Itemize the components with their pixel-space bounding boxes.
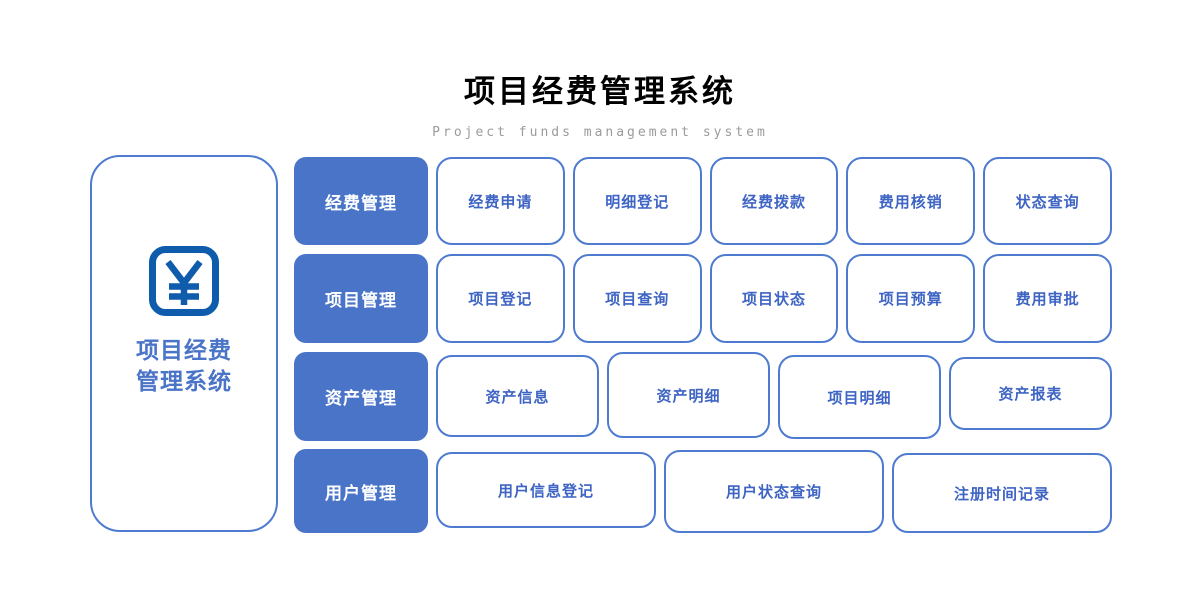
category-button-user: 用户管理 [294,449,428,533]
category-button-project: 项目管理 [294,254,428,343]
feature-button: 项目明细 [778,355,941,439]
feature-button: 明细登记 [572,157,702,245]
category-button-asset: 资产管理 [294,352,428,441]
feature-button: 用户状态查询 [664,450,884,533]
feature-button: 资产明细 [607,352,770,438]
system-root-label: 项目经费 管理系统 [136,335,232,397]
feature-button: 费用审批 [983,254,1112,343]
page-subtitle: Project funds management system [432,125,768,140]
feature-button: 费用核销 [846,157,976,245]
feature-button: 经费申请 [436,157,565,245]
row-user-management: 用户管理 用户信息登记 用户状态查询 注册时间记录 [294,449,1112,533]
feature-button: 用户信息登记 [436,452,656,528]
module-grid: 经费管理 经费申请 明细登记 经费拨款 费用核销 状态查询 项目管理 项目登记 … [294,157,1112,533]
feature-button: 项目状态 [709,254,839,343]
page-title: 项目经费管理系统 [464,74,736,109]
system-root-label-line1: 项目经费 [136,337,232,363]
feature-button: 状态查询 [983,157,1112,245]
yuan-icon [148,245,220,317]
feature-button: 资产报表 [949,357,1112,430]
system-root-label-line2: 管理系统 [136,368,232,394]
row-asset-management: 资产管理 资产信息 资产明细 项目明细 资产报表 [294,352,1112,441]
row-funds-management: 经费管理 经费申请 明细登记 经费拨款 费用核销 状态查询 [294,157,1112,245]
system-root-card: 项目经费 管理系统 [90,155,278,532]
feature-button: 项目查询 [572,254,702,343]
row-project-management: 项目管理 项目登记 项目查询 项目状态 项目预算 费用审批 [294,254,1112,343]
category-button-funds: 经费管理 [294,157,428,245]
feature-button: 资产信息 [436,355,599,437]
feature-button: 注册时间记录 [892,453,1112,533]
feature-button: 经费拨款 [709,157,839,245]
feature-button: 项目登记 [436,254,565,343]
feature-button: 项目预算 [846,254,976,343]
